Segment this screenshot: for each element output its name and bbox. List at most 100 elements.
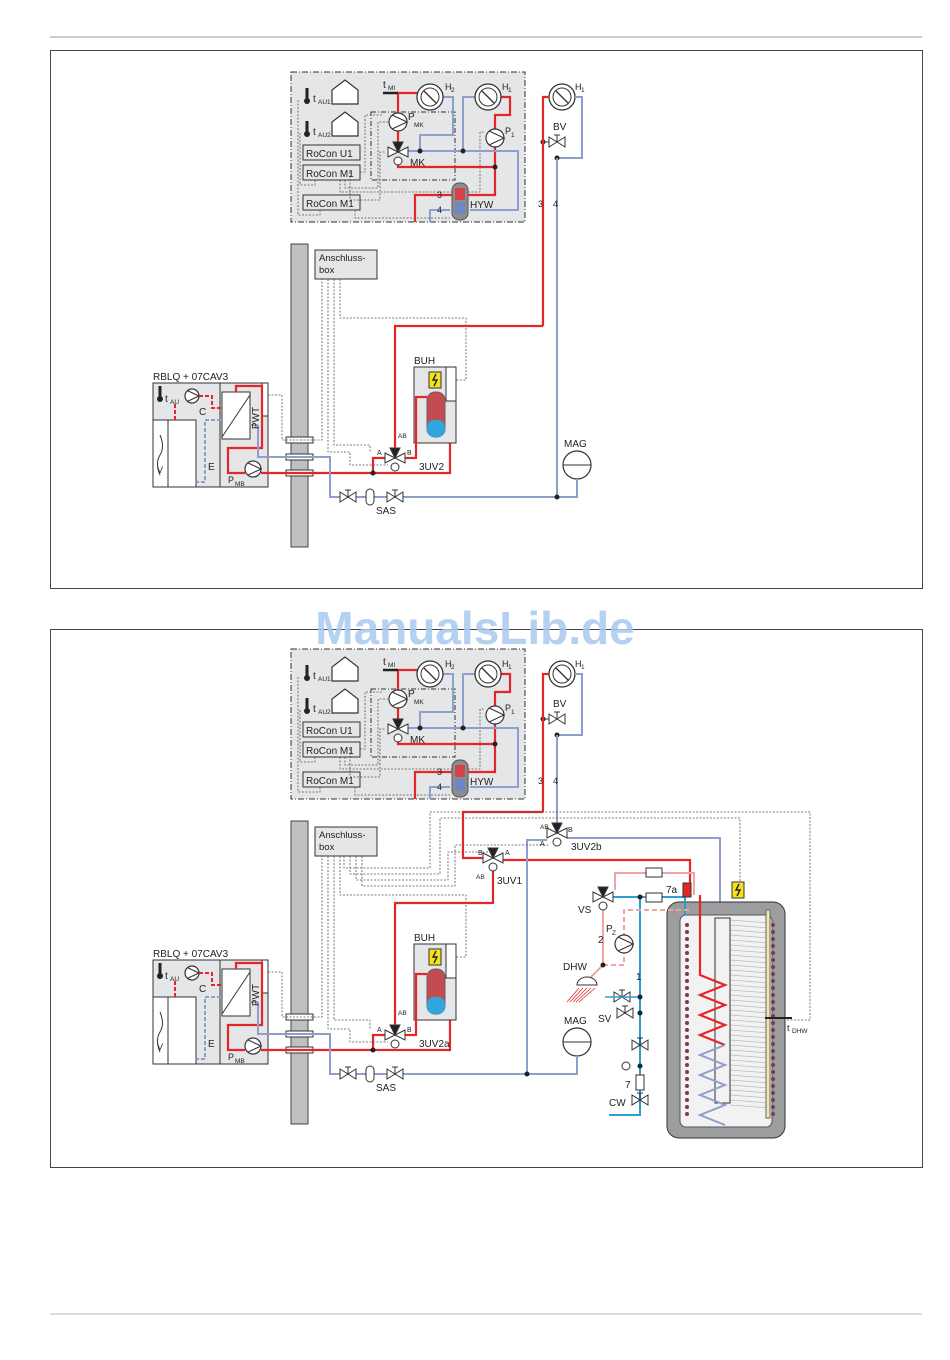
control-wire — [354, 210, 450, 219]
coil-dot — [685, 1000, 689, 1004]
pump-pmb — [244, 1037, 263, 1055]
anschlussbox-label-2: box — [319, 842, 335, 853]
rocon-u1-label: RoCon U1 — [306, 149, 353, 160]
control-wire — [297, 100, 321, 216]
pwt-label: PWT — [251, 984, 262, 1006]
buh-label: BUH — [414, 356, 435, 367]
compressor-c — [184, 965, 201, 981]
mag-label: MAG — [564, 439, 587, 450]
coil-dot — [771, 1084, 775, 1088]
control-wire — [354, 787, 450, 796]
return-pipe-h1 — [462, 673, 475, 728]
mixer-module-enclosure — [370, 111, 456, 181]
coil-dot — [771, 1000, 775, 1004]
circulation-pump-pz — [614, 934, 635, 954]
diverter-valve-3uv1 — [482, 847, 504, 872]
junction-dot — [524, 1071, 530, 1077]
supply-pipe-main — [261, 1012, 452, 1052]
coil-dot — [685, 1112, 689, 1116]
h1-ext-label: H — [575, 82, 582, 92]
mag-label: MAG — [564, 1016, 587, 1027]
connection-3-label: 3 — [437, 190, 442, 200]
coil-dot — [771, 1070, 775, 1074]
radiator-h1 — [474, 83, 502, 111]
building-wall — [290, 820, 309, 1125]
pmk-label: P — [408, 112, 415, 123]
pwt-label: PWT — [251, 407, 262, 429]
anschlussbox-label: Anschluss- — [319, 830, 365, 841]
electric-heater-icon — [428, 371, 442, 389]
fan-v-label: V — [157, 465, 163, 475]
coil-dot — [771, 1098, 775, 1102]
supply-pipe-direct-circuit — [413, 672, 512, 799]
refrigerant-line — [196, 419, 221, 483]
buh-label: BUH — [414, 933, 435, 944]
valve-a-port: A — [377, 450, 382, 457]
connection-2-label: 2 — [598, 935, 604, 946]
sensor-label-tau1-sub: AU1 — [318, 676, 331, 683]
buh-terminal — [445, 943, 457, 979]
return-pipe-hyw — [429, 786, 450, 799]
coil-dot — [685, 923, 689, 927]
coil-dot — [685, 1014, 689, 1018]
h1-label: H — [502, 82, 509, 92]
control-wire — [349, 728, 386, 778]
fan-compartment — [152, 419, 197, 488]
valve-a-pipe — [371, 456, 385, 473]
h1-sub: 1 — [508, 87, 512, 94]
coil-dot — [685, 951, 689, 955]
tau-label: t — [165, 971, 168, 982]
rocon-m1-box-2 — [302, 194, 361, 211]
thermometer-icon — [157, 386, 163, 402]
fan-compartment — [152, 996, 197, 1065]
p1-sub: 1 — [511, 132, 515, 139]
coil-dot — [685, 1063, 689, 1067]
coil-dot — [685, 1021, 689, 1025]
return-pipe-h1-external — [557, 96, 583, 159]
thermometer-icon — [304, 88, 310, 104]
3uv2b-b-port: B — [568, 827, 573, 834]
tank-supply-coil — [697, 895, 728, 1047]
control-wire — [327, 856, 388, 1043]
mixer-valve-mk — [387, 141, 409, 166]
pmk-sub: MK — [414, 122, 424, 129]
control-wire — [299, 710, 316, 763]
supply-pipe-to-3uv2a — [393, 866, 495, 1025]
mixer-module-enclosure — [370, 688, 456, 758]
h1-ext-sub: 1 — [581, 664, 585, 671]
control-wire — [333, 856, 371, 1030]
radiator-h1 — [474, 660, 502, 688]
tmi-label: t — [383, 657, 386, 668]
hyw-label: HYW — [470, 200, 494, 211]
coil-dot — [771, 972, 775, 976]
connection-4-label: 4 — [437, 205, 442, 215]
control-wire — [349, 151, 386, 201]
pmk-sub: MK — [414, 699, 424, 706]
return-pipe-main-outdoor — [257, 425, 557, 498]
rocon-u1-box — [302, 721, 361, 738]
junction-dot — [637, 894, 643, 900]
control-wire — [339, 131, 485, 193]
coil-dot — [771, 1091, 775, 1095]
sensor-label-tau1-sub: AU1 — [318, 99, 331, 106]
diverter-valve — [384, 447, 406, 472]
diagram-frame-2 — [50, 629, 923, 1168]
safety-valve-sv — [616, 1005, 634, 1019]
pz-label: P — [606, 924, 613, 935]
compressor-label: C — [199, 407, 206, 418]
diverter-valve-3uv2b — [546, 822, 568, 847]
mixing-valve-vs — [592, 886, 614, 911]
pz-sub: Z — [612, 930, 616, 937]
tau-sub: AU — [170, 976, 179, 983]
vs-label: VS — [578, 905, 592, 916]
control-wire — [344, 121, 388, 189]
refrigerant-line — [199, 972, 223, 986]
coil-dot — [685, 1035, 689, 1039]
coil-dot — [771, 937, 775, 941]
diagram-frame-1 — [50, 50, 923, 589]
valve-b-port: B — [407, 1027, 412, 1034]
pressure-gauge-icon — [621, 1061, 631, 1071]
supply-pipe-main — [261, 435, 452, 475]
supply-pipe-unit — [226, 961, 264, 1052]
